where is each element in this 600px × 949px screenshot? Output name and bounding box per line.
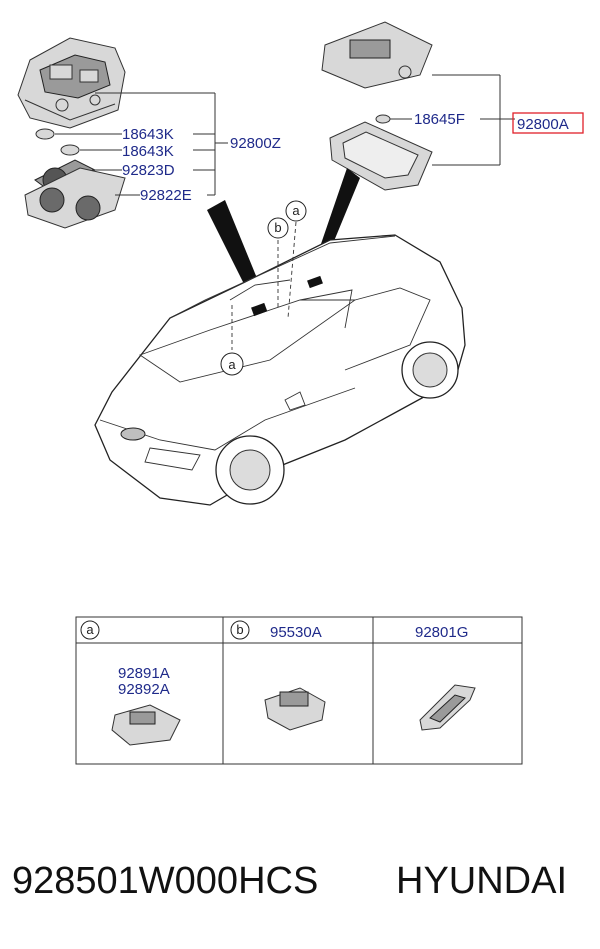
svg-text:a: a [292,203,300,218]
callout-front-assembly: 92800Z [230,135,281,152]
switch-part-a [111,704,181,746]
frame-lower-part [24,167,126,229]
front-leaders [55,92,228,196]
table-col-c-part: 92801G [415,624,468,641]
marker-b-car: b [267,217,289,239]
rear-lamp-lens [329,121,433,191]
footer-brand: HYUNDAI [396,860,567,902]
svg-text:b: b [236,622,243,637]
callout-lens-lower: 92823D [122,162,175,179]
table-col-a-marker: a [80,620,100,640]
lamp-part-c [419,684,476,731]
car-illustration [94,221,466,506]
svg-text:a: a [86,622,94,637]
highlight-box [512,112,584,134]
table-col-a-part-2: 92892A [118,681,170,698]
callout-bulb-2: 18643K [122,143,174,160]
rear-bulb-part [375,114,391,124]
front-console-assembly [17,37,126,129]
bulb-part-2 [60,144,80,156]
callout-rear-assembly: 92800A [517,116,569,133]
bulb-part-1 [35,128,55,140]
svg-text:a: a [228,357,236,372]
rear-lamp-housing [321,21,433,89]
switch-part-b [264,687,326,731]
marker-a-car-lower: a [220,352,244,376]
svg-text:b: b [274,220,281,235]
footer-part-number: 928501W000HCS [12,860,318,902]
table-col-b-part: 95530A [270,624,322,641]
parts-table [75,616,523,765]
callout-rear-bulb: 18645F [414,111,465,128]
callout-bulb-1: 18643K [122,126,174,143]
marker-a-car-top: a [285,200,307,222]
table-col-b-marker: b [230,620,250,640]
callout-frame-lower: 92822E [140,187,192,204]
table-col-a-part-1: 92891A [118,665,170,682]
rear-leaders [390,74,515,166]
